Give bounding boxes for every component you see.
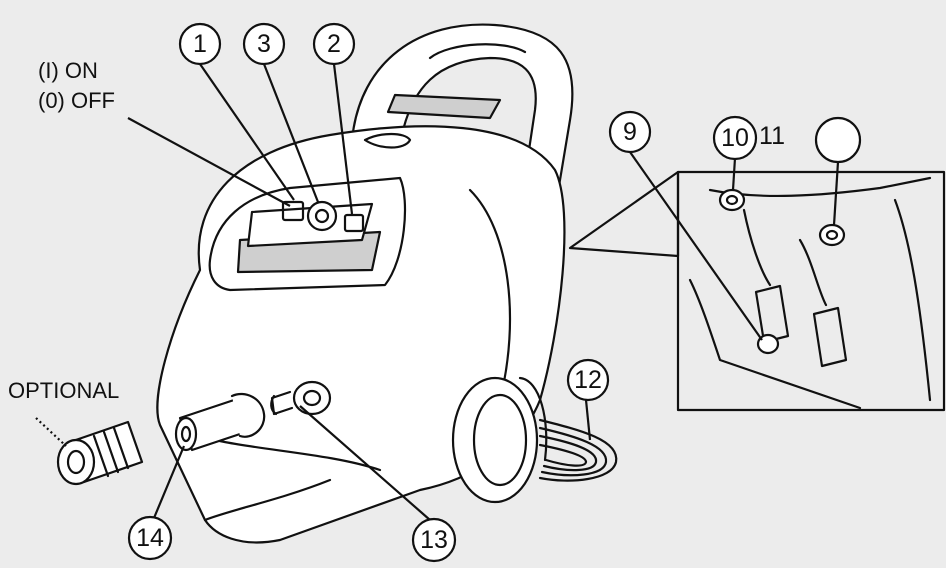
callout-1: 1: [178, 22, 222, 66]
svg-text:9: 9: [623, 118, 637, 146]
leader-12: [584, 399, 592, 441]
leader-1: [199, 63, 295, 201]
leader-11: [832, 161, 840, 226]
svg-text:12: 12: [574, 366, 602, 394]
off-label: (0) OFF: [38, 88, 115, 113]
leader-13: [299, 405, 431, 521]
leader-on-off: [127, 117, 291, 207]
callout-11-circle: [814, 116, 862, 164]
rear-wheel: [451, 376, 548, 504]
callout-3: 3: [242, 22, 286, 66]
optional-coupler: [56, 420, 144, 486]
callout-2: 2: [312, 22, 356, 66]
leader-2: [332, 63, 354, 215]
callout-14: 14: [127, 515, 173, 561]
leader-10: [731, 157, 737, 191]
callout-9: 9: [608, 110, 652, 154]
inlet-fitting: [174, 392, 266, 452]
leader-lines: [35, 63, 840, 521]
callout-13: 13: [411, 517, 457, 563]
optional-label: OPTIONAL: [8, 378, 119, 403]
svg-text:2: 2: [327, 30, 341, 58]
svg-text:14: 14: [136, 524, 164, 552]
svg-text:1: 1: [193, 30, 207, 58]
leader-14: [152, 445, 186, 519]
hose-coil: [538, 418, 618, 482]
detail-inset: [568, 170, 946, 412]
leader-optional: [35, 417, 67, 447]
svg-text:13: 13: [420, 526, 448, 554]
svg-text:10: 10: [721, 124, 749, 152]
on-label: (I) ON: [38, 58, 98, 83]
callout-12: 12: [566, 358, 610, 402]
leader-3: [262, 63, 320, 203]
svg-text:11: 11: [759, 122, 785, 150]
svg-text:3: 3: [257, 30, 271, 58]
callout-11-text: 11: [759, 122, 785, 150]
callout-10: 10: [712, 115, 758, 161]
leader-9: [629, 151, 763, 341]
